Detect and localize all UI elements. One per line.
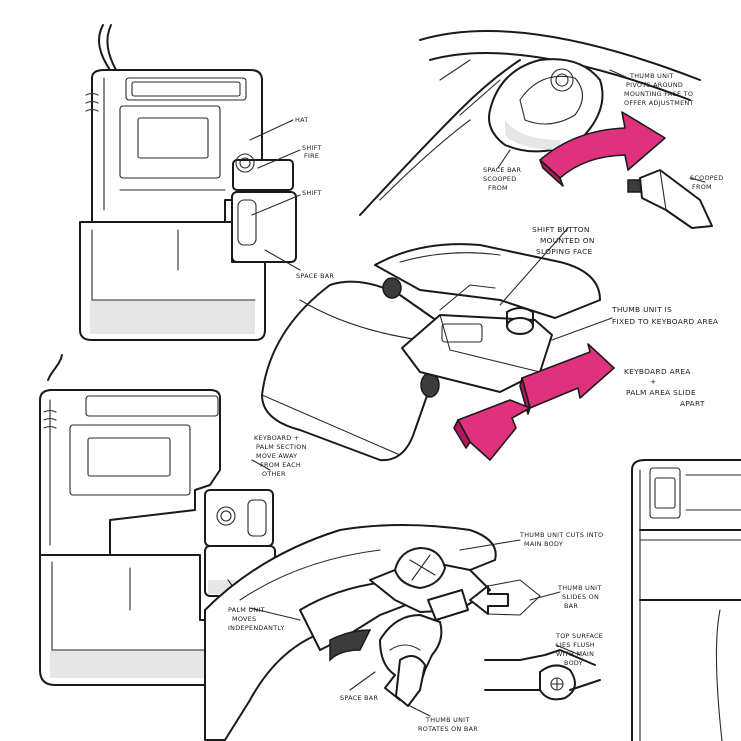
label-kb-palm-line2: + [650,377,657,386]
label-palm-unit-line2: MOVES [232,615,256,623]
label-hat: HAT [295,116,308,124]
sketch-partial-right [631,459,741,741]
label-kb-palm-line4: APART [680,399,705,408]
label-kb-move-line4: FROM EACH [260,461,301,469]
label-space-scooped-line2: SCOOPED [483,175,517,183]
label-top-surface-line3: WITH MAIN [556,650,594,658]
label-space-bar-bottom: SPACE BAR [340,694,378,702]
label-thumb-pivot-line1: THUMB UNIT [629,72,674,80]
label-thumb-slides-line1: THUMB UNIT [557,584,602,592]
label-shift-button-line2: MOUNTED ON [540,236,595,245]
label-shift-fire-line1: SHIFT [302,144,322,152]
label-shift-button-line1: SHIFT BUTTON [532,225,590,234]
label-top-surface-line2: LIES FLUSH [556,641,595,649]
label-space-scooped-line3: FROM [488,184,508,192]
label-thumb-fixed-line2: FIXED TO KEYBOARD AREA [612,317,718,326]
label-thumb-rotates-line1: THUMB UNIT [425,716,470,724]
sketch-front-view-top: HAT SHIFT FIRE SHIFT SPACE BAR [79,24,334,341]
sketch-isometric-slide-apart: SHIFT BUTTON MOUNTED ON SLOPING FACE THU… [261,225,718,462]
label-kb-palm-line3: PALM AREA SLIDE [626,388,696,397]
label-thumb-cuts-line2: MAIN BODY [524,540,563,548]
label-palm-unit-line1: PALM UNIT [228,606,265,614]
label-thumb-pivot-line4: OFFER ADJUSTMENT [624,99,694,107]
label-thumb-pivot-line2: PIVOTS AROUND [626,81,683,89]
label-thumb-slides-line3: BAR [564,602,578,610]
label-thumb-rotates-line2: ROTATES ON BAR [418,725,478,733]
label-thumb-slides-line2: SLIDES ON [562,593,599,601]
sketch-thumb-pivot: THUMB UNIT PIVOTS AROUND MOUNTING FACE T… [359,30,724,229]
label-shift-button-line3: SLOPING FACE [536,247,593,256]
label-space-scooped-line1: SPACE BAR [483,166,521,174]
sketch-thumb-on-bar: THUMB UNIT CUTS INTO MAIN BODY THUMB UNI… [204,524,603,741]
label-kb-move-line5: OTHER [262,470,286,478]
label-scooped-from-line2: FROM [692,183,712,191]
label-shift-fire-line2: FIRE [304,152,319,160]
label-palm-unit-line3: INDEPENDANTLY [228,624,285,632]
label-thumb-fixed-line1: THUMB UNIT IS [611,305,672,314]
label-shift: SHIFT [302,189,322,197]
label-kb-palm-line1: KEYBOARD AREA [624,367,691,376]
label-kb-move-line2: PALM SECTION [256,443,307,451]
label-top-surface-line4: BODY [564,659,583,667]
label-thumb-cuts-line1: THUMB UNIT CUTS INTO [519,531,603,539]
label-top-surface-line1: TOP SURFACE [555,632,603,640]
label-kb-move-line3: MOVE AWAY [256,452,297,460]
label-thumb-pivot-line3: MOUNTING FACE TO [624,90,693,98]
label-scooped-from-line1: SCOOPED [690,174,724,182]
label-kb-move-line1: KEYBOARD + [254,434,299,442]
label-space-bar-top: SPACE BAR [296,272,334,280]
